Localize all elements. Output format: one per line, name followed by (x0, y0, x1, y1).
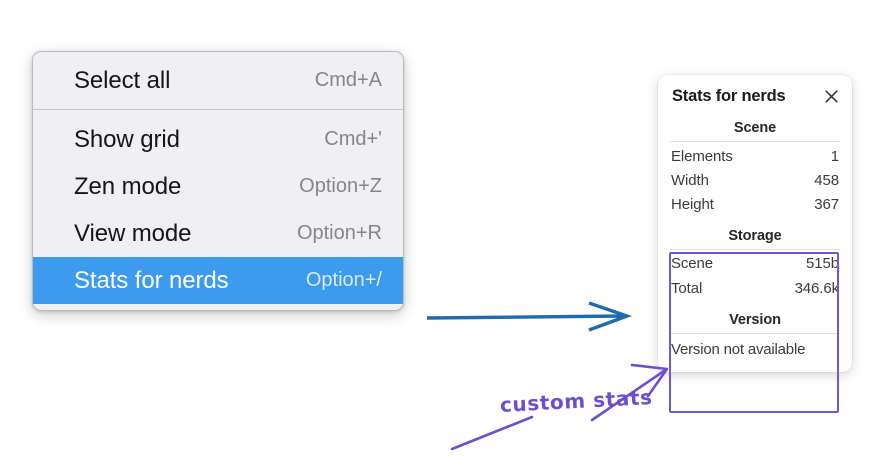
menu-item-stats-for-nerds[interactable]: Stats for nerds Option+/ (33, 257, 403, 304)
panel-title: Stats for nerds (672, 87, 786, 105)
blue-arrow (426, 301, 633, 332)
menu-group-primary: Select all Cmd+A (33, 57, 403, 109)
panel-section-scene: Scene Elements 1 Width 458 Height 367 (670, 117, 840, 217)
menu-group-view: Show grid Cmd+' Zen mode Option+Z View m… (33, 109, 403, 304)
stat-row-height: Height 367 (670, 193, 840, 217)
stats-for-nerds-panel: Stats for nerds Scene Elements 1 Width 4… (658, 75, 852, 373)
section-divider (670, 248, 840, 250)
annotation-label-custom-stats: custom stats (499, 385, 654, 417)
menu-item-select-all[interactable]: Select all Cmd+A (33, 57, 403, 104)
stat-key: Elements (671, 147, 733, 165)
version-note: Version not available (671, 341, 806, 359)
panel-section-storage: Storage Scene 515b Total 346.6k (670, 225, 840, 301)
stat-value: 346.6k (794, 279, 840, 297)
stat-value: 458 (814, 171, 839, 189)
stat-row-width: Width 458 (670, 168, 840, 192)
menu-item-shortcut: Cmd+A (314, 69, 382, 91)
stat-key: Height (671, 196, 714, 213)
menu-item-show-grid[interactable]: Show grid Cmd+' (33, 116, 403, 163)
stat-key: Total (671, 279, 703, 297)
stat-row-scene-storage: Scene 515b (670, 252, 840, 276)
section-divider (670, 141, 840, 142)
section-heading: Version (729, 312, 781, 329)
purple-underline-stroke (450, 415, 534, 451)
menu-item-zen-mode[interactable]: Zen mode Option+Z (33, 163, 403, 210)
stat-value: 1 (830, 147, 839, 165)
menu-item-label: Show grid (74, 125, 180, 153)
stat-row-elements: Elements 1 (670, 144, 840, 168)
stat-key: Width (671, 171, 709, 189)
stat-row-total-storage: Total 346.6k (670, 276, 840, 300)
context-menu[interactable]: Select all Cmd+A Show grid Cmd+' Zen mod… (32, 51, 404, 311)
stat-value: 367 (814, 196, 839, 213)
stat-key: Scene (671, 255, 714, 273)
menu-item-shortcut: Option+/ (305, 269, 382, 291)
stat-value: 515b (806, 255, 839, 273)
menu-item-label: Select all (74, 66, 171, 94)
menu-item-shortcut: Cmd+' (324, 128, 382, 150)
menu-item-label: View mode (74, 219, 192, 247)
section-divider (670, 333, 840, 335)
menu-item-label: Zen mode (74, 172, 182, 200)
menu-item-view-mode[interactable]: View mode Option+R (33, 210, 403, 257)
section-heading: Scene (733, 120, 777, 136)
close-icon[interactable] (823, 88, 840, 105)
section-heading: Storage (728, 227, 782, 244)
menu-item-shortcut: Option+R (296, 222, 382, 244)
menu-item-shortcut: Option+Z (299, 175, 382, 197)
menu-item-label: Stats for nerds (74, 266, 229, 294)
panel-titlebar: Stats for nerds (670, 87, 840, 106)
panel-section-version: Version Version not available (670, 309, 840, 360)
